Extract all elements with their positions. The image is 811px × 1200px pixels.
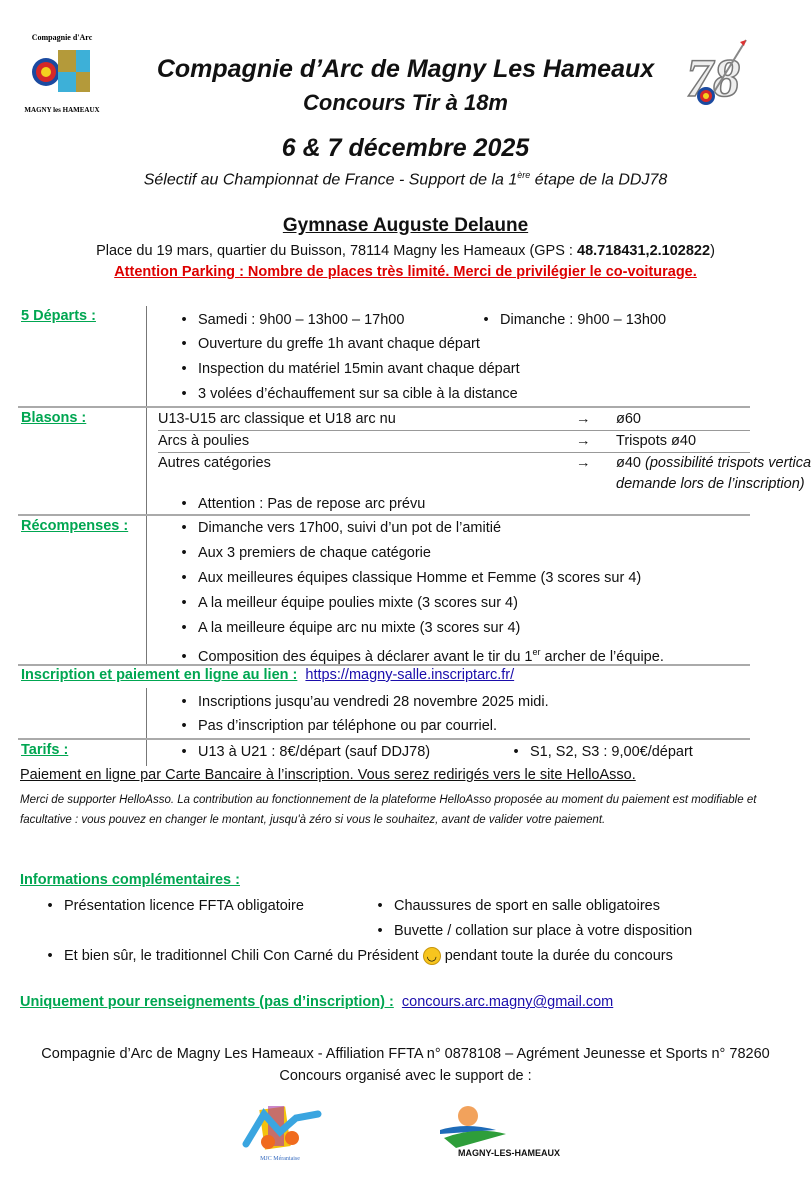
- blason-note: demande lors de l’inscription): [616, 476, 805, 492]
- list-item: •Aux meilleures équipes classique Homme …: [181, 570, 642, 586]
- venue-address: Place du 19 mars, quartier du Buisson, 7…: [96, 243, 715, 259]
- blasons-label: Blasons :: [21, 410, 87, 426]
- helloasso-note: Merci de supporter HelloAsso. La contrib…: [20, 794, 757, 826]
- list-item: •Inspection du matériel 15min avant chaq…: [181, 361, 520, 377]
- blason-row: Autres catégories→ø40 (possibilité trisp…: [158, 455, 811, 471]
- tarifs-label: Tarifs :: [21, 742, 69, 758]
- svg-text:MJC Mérantaise: MJC Mérantaise: [260, 1156, 300, 1162]
- list-item: •S1, S2, S3 : 9,00€/départ: [513, 744, 693, 760]
- recompenses-section: Récompenses : •Dimanche vers 17h00, suiv…: [18, 516, 750, 666]
- list-item: •A la meilleure équipe arc nu mixte (3 s…: [181, 620, 521, 636]
- event-subtitle: Concours Tir à 18m: [303, 90, 508, 115]
- list-item: •Attention : Pas de repose arc prévu: [181, 496, 426, 512]
- smiley-icon: ◡: [422, 947, 441, 966]
- list-item: •Samedi : 9h00 – 13h00 – 17h00: [181, 312, 405, 328]
- list-item: •Composition des équipes à déclarer avan…: [181, 647, 664, 665]
- recompenses-label: Récompenses :: [21, 518, 129, 534]
- venue-name: Gymnase Auguste Delaune: [282, 215, 529, 236]
- list-item: •Dimanche : 9h00 – 13h00: [483, 312, 667, 328]
- inscription-link[interactable]: https://magny-salle.inscriptarc.fr/: [305, 667, 515, 683]
- list-item: •Inscriptions jusqu’au vendredi 28 novem…: [181, 694, 549, 710]
- list-item: •Dimanche vers 17h00, suivi d’un pot de …: [181, 520, 502, 536]
- magny-logo-label: MAGNY-LES-HAMEAUX: [458, 1148, 561, 1158]
- mjc-logo: MJC Mérantaise: [240, 1102, 322, 1162]
- page-title: Compagnie d’Arc de Magny Les Hameaux: [156, 55, 655, 83]
- footer-support: Concours organisé avec le support de :: [279, 1068, 532, 1084]
- list-item: •U13 à U21 : 8€/départ (sauf DDJ78): [181, 744, 431, 760]
- selectif-line: Sélectif au Championnat de France - Supp…: [143, 170, 668, 189]
- blason-row: Arcs à poulies→Trispots ø40: [158, 433, 697, 449]
- departs-label: 5 Départs :: [21, 308, 96, 324]
- tarifs-section: Tarifs : •U13 à U21 : 8€/départ (sauf DD…: [18, 740, 750, 766]
- contact-email[interactable]: concours.arc.magny@gmail.com: [401, 994, 614, 1010]
- list-item: •Pas d’inscription par téléphone ou par …: [181, 718, 498, 734]
- list-item: •A la meilleur équipe poulies mixte (3 s…: [181, 595, 518, 611]
- list-item: •Chaussures de sport en salle obligatoir…: [377, 898, 660, 914]
- list-item: •Aux 3 premiers de chaque catégorie: [181, 545, 431, 561]
- inscription-label: Inscription et paiement en ligne au lien…: [21, 667, 298, 683]
- footer-affiliation: Compagnie d’Arc de Magny Les Hameaux - A…: [41, 1046, 770, 1062]
- parking-warning: Attention Parking : Nombre de places trè…: [114, 264, 697, 280]
- inscription-section: Inscription et paiement en ligne au lien…: [18, 666, 750, 740]
- infos-label: Informations complémentaires :: [20, 872, 240, 888]
- magny-logo: MAGNY-LES-HAMEAUX: [436, 1104, 560, 1160]
- blasons-section: Blasons : U13-U15 arc classique et U18 a…: [18, 408, 811, 516]
- departs-section: 5 Départs : •Samedi : 9h00 – 13h00 – 17h…: [18, 306, 750, 408]
- svg-text:Compagnie d'Arc: Compagnie d'Arc: [32, 33, 93, 42]
- contact-line: Uniquement pour renseignements (pas d’in…: [20, 994, 614, 1010]
- ddj78-logo: 78: [684, 36, 754, 111]
- svg-text:MAGNY les HAMEAUX: MAGNY les HAMEAUX: [24, 106, 99, 114]
- list-item: •Ouverture du greffe 1h avant chaque dép…: [181, 336, 480, 352]
- paiement-note: Paiement en ligne par Carte Bancaire à l…: [20, 767, 636, 783]
- blason-row: U13-U15 arc classique et U18 arc nu→ø60: [158, 411, 641, 427]
- list-item: •Présentation licence FFTA obligatoire: [47, 898, 304, 914]
- list-item: •Et bien sûr, le traditionnel Chili Con …: [47, 947, 673, 966]
- event-date: 6 & 7 décembre 2025: [281, 134, 530, 162]
- list-item: •3 volées d’échauffement sur sa cible à …: [181, 386, 518, 402]
- list-item: •Buvette / collation sur place à votre d…: [377, 923, 693, 939]
